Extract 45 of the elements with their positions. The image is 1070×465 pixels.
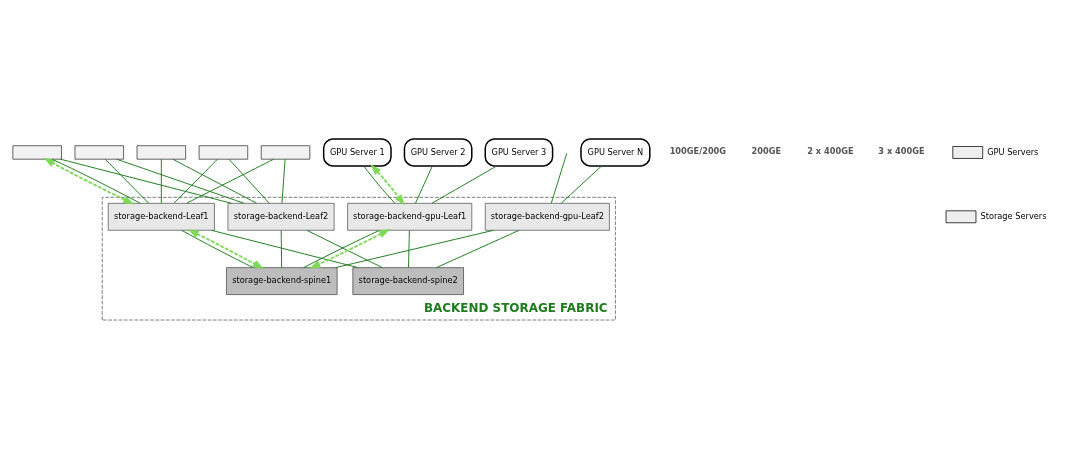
- label: 2 x 400GE: [807, 145, 854, 156]
- connector: [211, 229, 359, 269]
- connector: [435, 229, 520, 269]
- arrow: [187, 229, 264, 269]
- node-box: [74, 145, 124, 160]
- connector: [280, 230, 283, 269]
- connector: [186, 158, 275, 204]
- node-box: [198, 145, 249, 160]
- connector: [104, 158, 150, 204]
- node-box: storage-backend-gpu-Leaf1: [347, 202, 473, 231]
- node-box: GPU Server 2: [403, 138, 473, 167]
- connector: [415, 165, 433, 204]
- label: 200GE: [751, 145, 782, 156]
- connector: [335, 229, 494, 269]
- arrow: [43, 157, 135, 205]
- node-box: [12, 145, 62, 160]
- connector: [181, 229, 254, 269]
- connector: [560, 165, 602, 204]
- node-box: storage-backend-spine2: [352, 267, 464, 295]
- connector: [160, 158, 162, 204]
- node-box: [260, 145, 311, 160]
- node-box: storage-backend-gpu-Leaf2: [484, 202, 610, 231]
- node-box: storage-backend-Leaf1: [107, 202, 215, 231]
- connector: [431, 165, 498, 204]
- node-box: [136, 145, 187, 160]
- connector: [173, 158, 218, 204]
- connector: [60, 158, 232, 204]
- node-box: GPU Server N: [580, 138, 651, 167]
- connector: [363, 165, 396, 204]
- arrow: [370, 164, 405, 206]
- connector: [51, 158, 141, 204]
- legend-label: GPU Servers: [987, 146, 1039, 157]
- connector: [281, 158, 286, 204]
- node-box: storage-backend-Leaf2: [227, 202, 335, 231]
- connector: [550, 152, 568, 204]
- label: 3 x 400GE: [878, 145, 925, 156]
- label: 100GE/200G: [669, 145, 727, 156]
- connector: [172, 158, 258, 204]
- node-box: GPU Server 1: [322, 138, 392, 167]
- connector: [116, 158, 245, 204]
- node-box: GPU Server 3: [484, 138, 554, 167]
- legend-label: Storage Servers: [980, 210, 1047, 221]
- connector: [408, 230, 410, 269]
- node-box: storage-backend-spine1: [226, 267, 338, 295]
- connector: [228, 158, 270, 204]
